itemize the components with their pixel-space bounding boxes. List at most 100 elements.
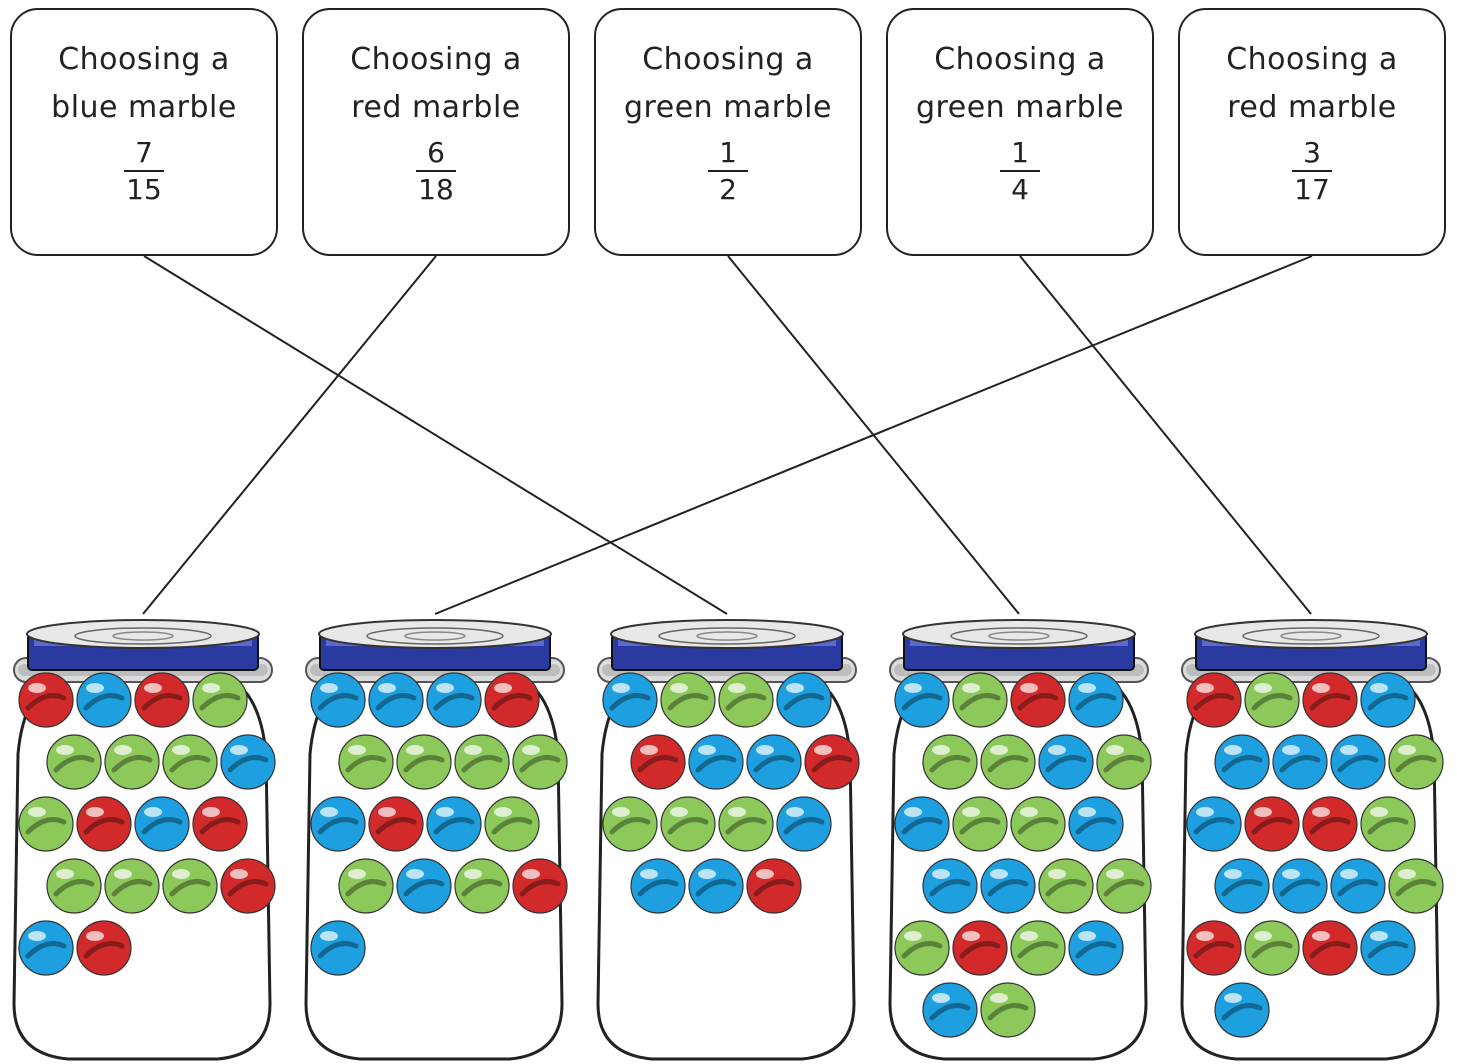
blue-marble (894, 796, 950, 852)
green-marble (1388, 858, 1444, 914)
blue-marble (1214, 982, 1270, 1038)
blue-marble (980, 858, 1036, 914)
blue-marble (310, 796, 366, 852)
match-line-2[interactable] (142, 255, 437, 615)
denominator: 15 (126, 173, 162, 206)
green-marble (718, 672, 774, 728)
green-marble (104, 858, 160, 914)
green-marble (980, 982, 1036, 1038)
numerator: 1 (1011, 136, 1029, 169)
red-marble (746, 858, 802, 914)
green-marble (660, 672, 716, 728)
jar-lid-top (26, 619, 260, 649)
red-marble (630, 734, 686, 790)
green-marble (454, 858, 510, 914)
blue-marble (1214, 734, 1270, 790)
blue-marble (76, 672, 132, 728)
blue-marble (134, 796, 190, 852)
green-marble (1096, 858, 1152, 914)
green-marble (1388, 734, 1444, 790)
green-marble (922, 734, 978, 790)
red-marble (1302, 920, 1358, 976)
match-line-1[interactable] (143, 255, 728, 615)
blue-marble (776, 672, 832, 728)
green-marble (1038, 858, 1094, 914)
blue-marble (1360, 920, 1416, 976)
red-marble (192, 796, 248, 852)
red-marble (484, 672, 540, 728)
blue-marble (746, 734, 802, 790)
red-marble (76, 796, 132, 852)
marble-jar-1[interactable] (8, 614, 278, 1064)
blue-marble (1360, 672, 1416, 728)
green-marble (396, 734, 452, 790)
green-marble (162, 858, 218, 914)
green-marble (192, 672, 248, 728)
red-marble (220, 858, 276, 914)
green-marble (952, 796, 1008, 852)
red-marble (1010, 672, 1066, 728)
green-marble (18, 796, 74, 852)
denominator: 2 (719, 173, 737, 206)
blue-marble (310, 672, 366, 728)
red-marble (512, 858, 568, 914)
red-marble (1302, 672, 1358, 728)
green-marble (952, 672, 1008, 728)
marble-jar-4[interactable] (884, 614, 1154, 1064)
blue-marble (220, 734, 276, 790)
green-marble (718, 796, 774, 852)
blue-marble (368, 672, 424, 728)
denominator: 17 (1294, 173, 1330, 206)
blue-marble (1068, 796, 1124, 852)
green-marble (162, 734, 218, 790)
match-line-4[interactable] (1019, 255, 1312, 615)
blue-marble (776, 796, 832, 852)
match-line-5[interactable] (434, 255, 1313, 615)
marble-jar-5[interactable] (1176, 614, 1446, 1064)
green-marble (1010, 920, 1066, 976)
marble-jar-2[interactable] (300, 614, 570, 1064)
numerator: 6 (427, 136, 445, 169)
red-marble (952, 920, 1008, 976)
numerator: 7 (135, 136, 153, 169)
red-marble (368, 796, 424, 852)
green-marble (1244, 672, 1300, 728)
denominator: 18 (418, 173, 454, 206)
blue-marble (1272, 858, 1328, 914)
red-marble (18, 672, 74, 728)
blue-marble (18, 920, 74, 976)
green-marble (1360, 796, 1416, 852)
green-marble (894, 920, 950, 976)
green-marble (980, 734, 1036, 790)
blue-marble (1186, 796, 1242, 852)
red-marble (134, 672, 190, 728)
blue-marble (1068, 672, 1124, 728)
green-marble (46, 734, 102, 790)
jar-lid-top (610, 619, 844, 649)
denominator: 4 (1011, 173, 1029, 206)
green-marble (1244, 920, 1300, 976)
green-marble (484, 796, 540, 852)
green-marble (1010, 796, 1066, 852)
red-marble (1186, 920, 1242, 976)
blue-marble (1330, 858, 1386, 914)
red-marble (1302, 796, 1358, 852)
blue-marble (688, 734, 744, 790)
jar-lid-top (902, 619, 1136, 649)
blue-marble (1068, 920, 1124, 976)
marble-jar-3[interactable] (592, 614, 862, 1064)
